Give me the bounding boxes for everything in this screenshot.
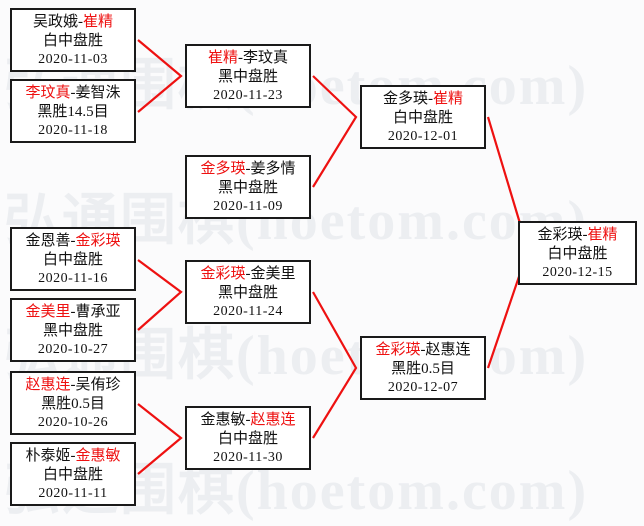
match-result: 黑胜0.5目 [41,396,105,413]
player-b: 李玟真 [243,50,289,66]
bracket-connector [312,75,358,188]
player-separator: - [238,50,243,66]
match-players: 李玟真-姜智洙 [16,84,130,103]
player-a: 李玟真 [25,85,71,101]
player-separator: - [70,448,76,464]
match-result: 黑中盘胜 [42,323,103,340]
player-separator: - [70,85,76,101]
player-separator: - [245,161,251,177]
match-result: 黑胜14.5目 [37,104,109,121]
match-result: 黑中盘胜 [217,285,278,302]
player-a: 金美里 [25,304,71,320]
player-a: 金彩瑛 [200,266,246,282]
bracket-connector [137,259,183,331]
match-date: 2020-11-11 [38,486,108,502]
player-b: 金彩瑛 [75,233,121,249]
match-players: 金彩瑛-崔精 [524,226,631,245]
player-a: 赵惠连 [25,377,71,393]
match-players: 金恩善-金彩瑛 [16,232,130,251]
match-date: 2020-12-15 [542,265,613,281]
player-a: 金多瑛 [200,161,246,177]
bracket-connector [137,39,183,113]
match-result: 白中盘胜 [42,33,103,50]
match-players: 崔精-李玟真 [191,49,305,68]
player-b: 赵惠连 [425,342,471,358]
match-result: 白中盘胜 [42,467,103,484]
player-separator: - [428,91,433,107]
player-separator: - [70,233,76,249]
player-a: 崔精 [207,50,238,66]
match-result: 白中盘胜 [392,110,453,127]
player-separator: - [245,412,251,428]
match-result: 白中盘胜 [547,246,608,263]
player-separator: - [582,227,588,243]
match-date: 2020-11-03 [38,52,108,68]
match-date: 2020-10-26 [37,415,109,431]
match-date: 2020-11-30 [213,450,283,466]
match-players: 金美里-曹承亚 [16,303,130,322]
player-separator: - [245,266,251,282]
player-separator: - [420,342,426,358]
player-separator: - [70,304,76,320]
match-players: 赵惠连-吴侑珍 [16,376,130,395]
match-date: 2020-10-27 [37,342,109,358]
player-b: 金惠敏 [75,448,121,464]
match-result: 黑中盘胜 [217,69,278,86]
match-date: 2020-11-16 [38,271,108,287]
player-b: 崔精 [587,227,618,243]
player-b: 赵惠连 [250,412,296,428]
match-players: 金多瑛-姜多情 [191,160,305,179]
match-date: 2020-11-24 [213,304,283,320]
match-players: 金彩瑛-金美里 [191,265,305,284]
player-b: 吴侑珍 [75,377,121,393]
match-result: 黑中盘胜 [217,180,278,197]
match-date: 2020-12-01 [387,129,459,145]
match-players: 金多瑛-崔精 [366,90,480,109]
player-b: 曹承亚 [75,304,121,320]
player-b: 崔精 [83,14,114,30]
player-separator: - [78,14,83,30]
player-a: 朴泰姬 [25,448,71,464]
match-date: 2020-11-23 [213,88,283,104]
bracket-connector [312,291,358,439]
player-b: 姜多情 [250,161,296,177]
match-result: 白中盘胜 [217,431,278,448]
match-date: 2020-11-09 [213,199,283,215]
player-a: 吴政娥 [32,14,78,30]
player-a: 金恩善 [25,233,71,249]
match-players: 金惠敏-赵惠连 [191,411,305,430]
player-b: 金美里 [250,266,296,282]
match-date: 2020-11-18 [38,123,108,139]
match-players: 金彩瑛-赵惠连 [366,341,480,360]
match-date: 2020-12-07 [387,380,459,396]
bracket-connector [137,403,183,475]
match-players: 吴政娥-崔精 [16,13,130,32]
player-a: 金惠敏 [200,412,246,428]
match-players: 朴泰姬-金惠敏 [16,447,130,466]
match-result: 黑胜0.5目 [391,361,455,378]
match-result: 白中盘胜 [42,252,103,269]
player-b: 姜智洙 [75,85,121,101]
player-separator: - [70,377,76,393]
player-a: 金彩瑛 [537,227,583,243]
player-a: 金彩瑛 [375,342,421,358]
player-b: 崔精 [433,91,464,107]
player-a: 金多瑛 [382,91,428,107]
